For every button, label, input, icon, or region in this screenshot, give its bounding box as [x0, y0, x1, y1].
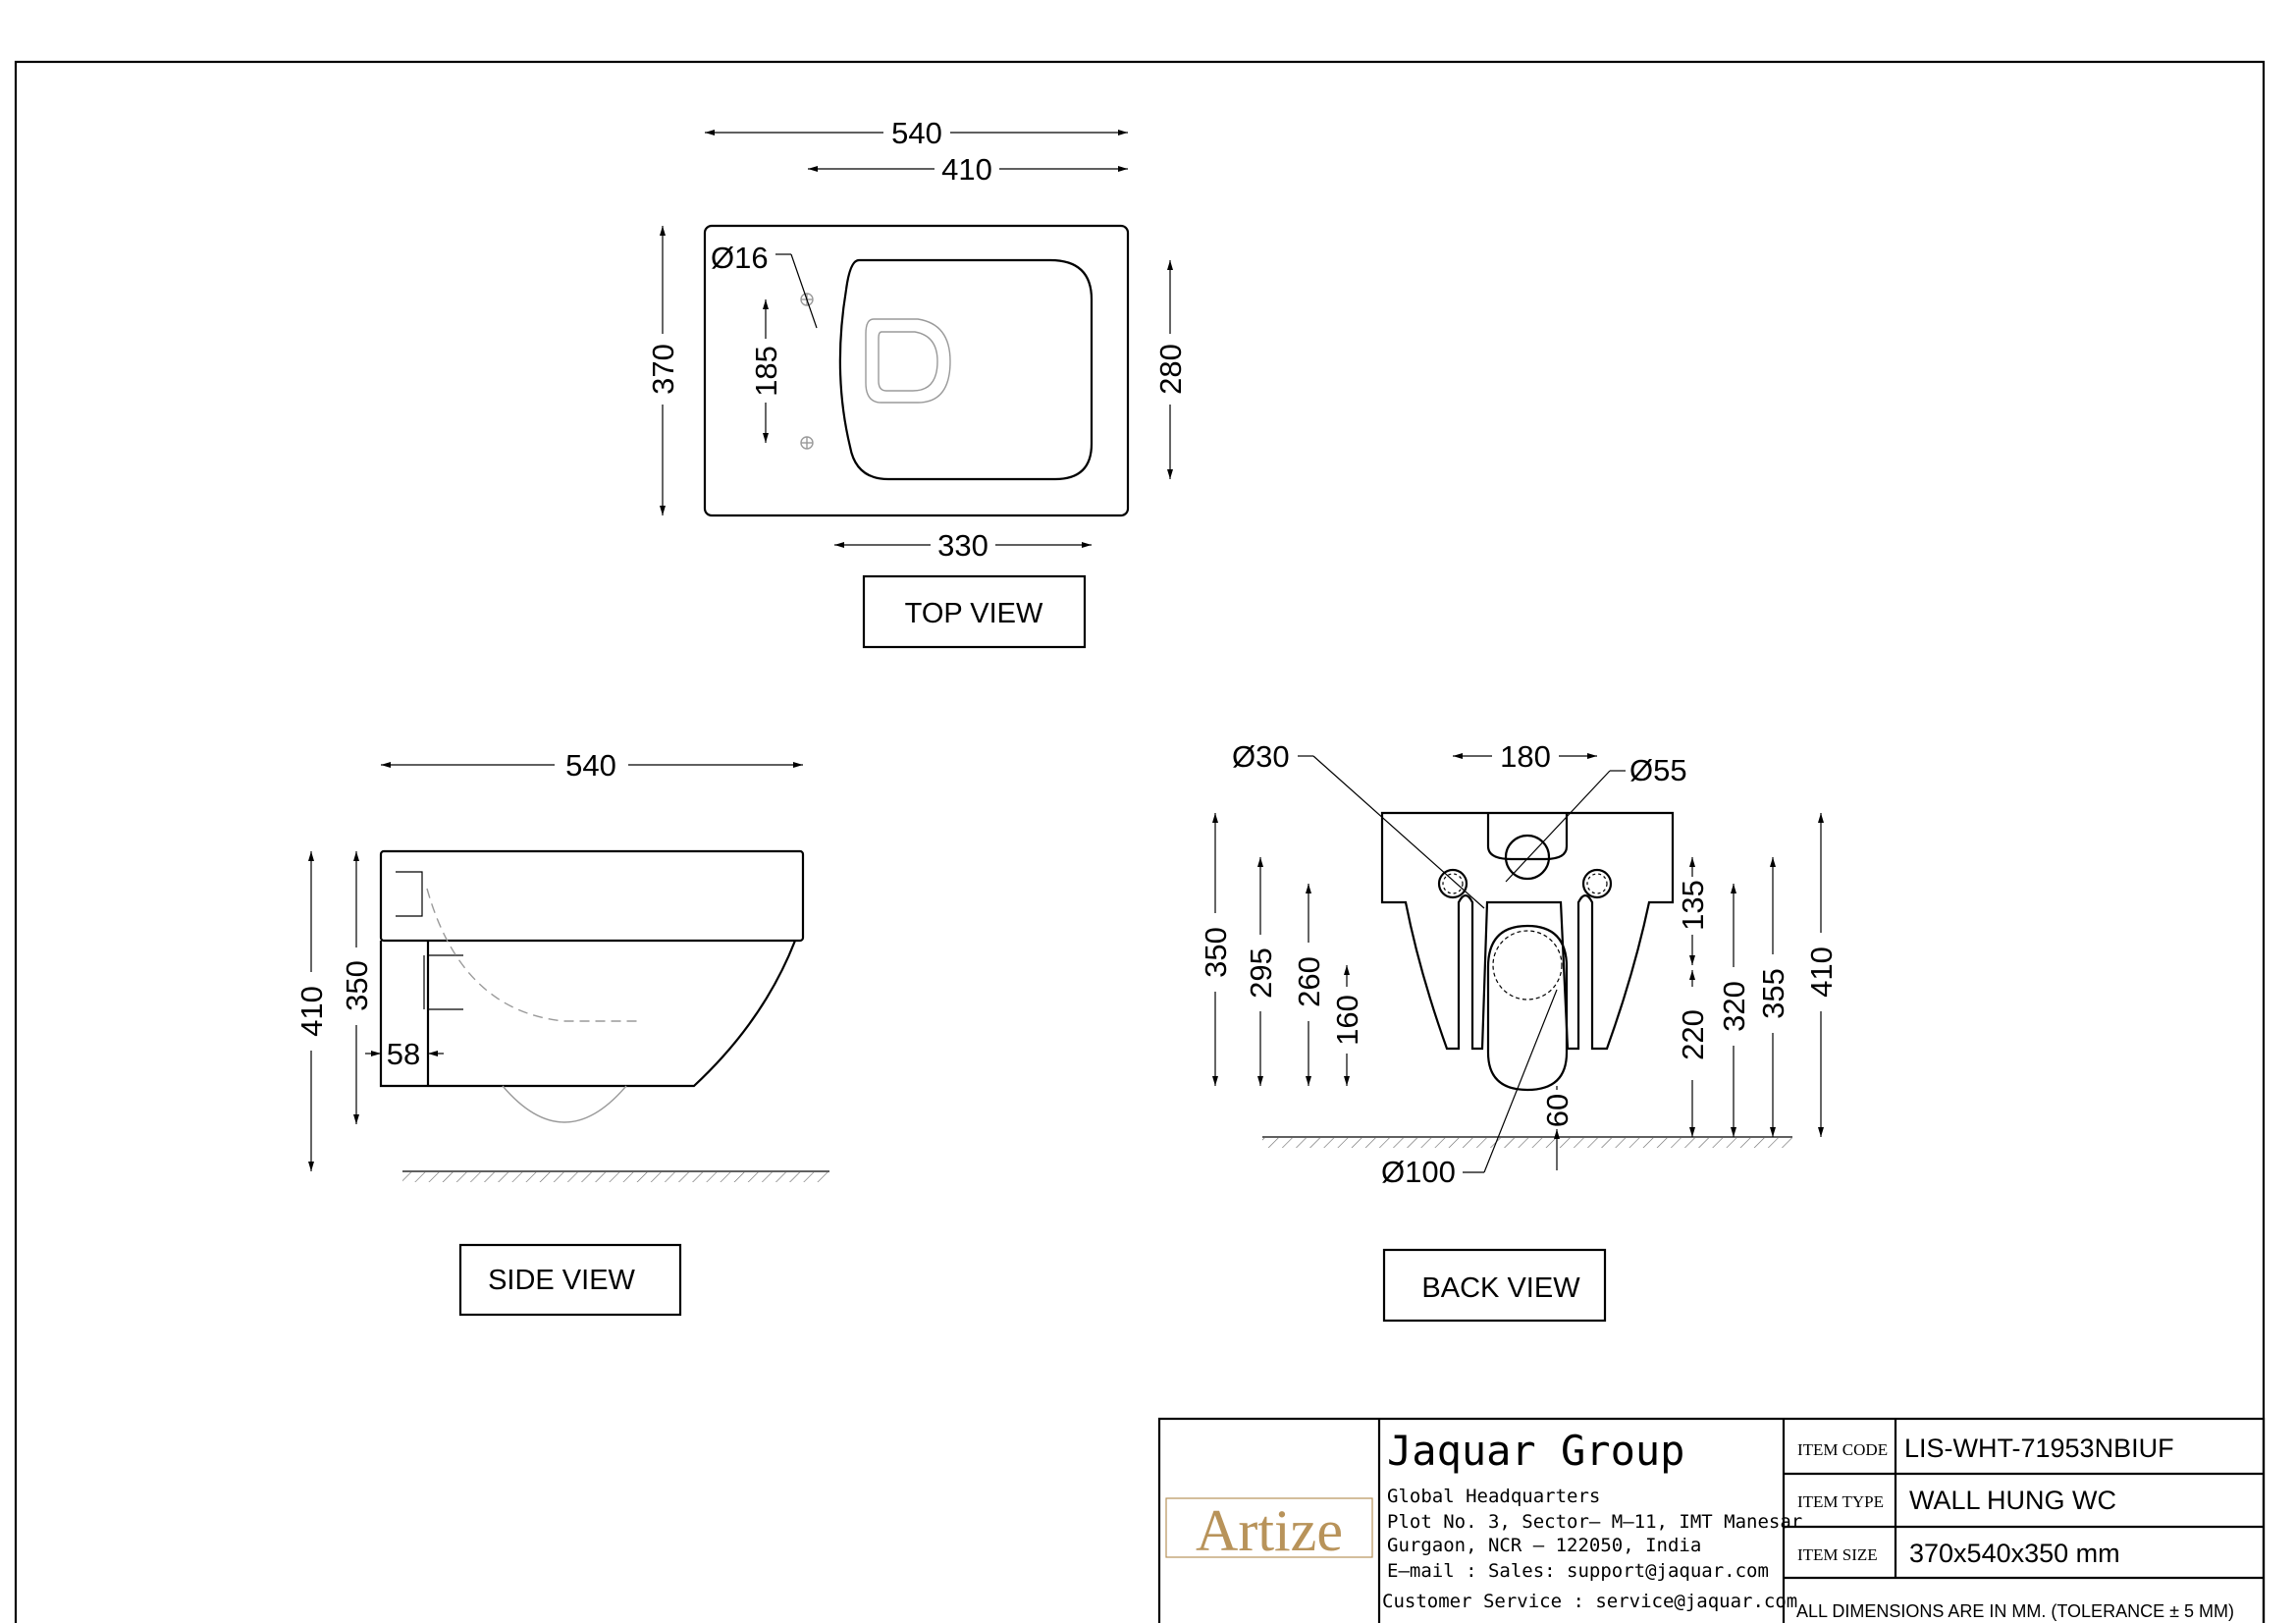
dimensions-note: ALL DIMENSIONS ARE IN MM. (TOLERANCE ± 5… — [1796, 1601, 2234, 1621]
side-seat — [379, 849, 805, 943]
back-dim-d30: Ø30 — [1232, 739, 1290, 774]
top-seat-lid — [838, 258, 1094, 481]
side-dim-410: 410 — [294, 986, 329, 1037]
back-dim-220: 220 — [1676, 1009, 1710, 1060]
side-view: 540 410 350 58 SIDE VIEW — [294, 748, 829, 1317]
top-dim-370: 370 — [646, 344, 680, 395]
top-dim-185: 185 — [749, 346, 783, 397]
back-dim-d100: Ø100 — [1381, 1155, 1456, 1189]
back-inlet-d55 — [1504, 834, 1551, 881]
address-line-3: Gurgaon, NCR – 122050, India — [1387, 1535, 1701, 1556]
title-block: Artize Jaquar Group Global Headquarters … — [1157, 1417, 2266, 1623]
back-dim-410: 410 — [1804, 947, 1839, 998]
side-floor-hatch — [402, 1172, 829, 1182]
back-dim-160: 160 — [1330, 995, 1364, 1046]
artize-logo: Artize — [1196, 1498, 1343, 1563]
back-fix-hole-right — [1581, 868, 1613, 899]
top-dim-d16: Ø16 — [711, 241, 769, 275]
item-size-value: 370x540x350 mm — [1909, 1539, 2120, 1568]
top-dim-330: 330 — [937, 528, 988, 563]
back-dim-d55: Ø55 — [1629, 753, 1687, 787]
item-code-label: ITEM CODE — [1797, 1440, 1888, 1459]
sheet-border — [14, 60, 2266, 1623]
address-line-2: Plot No. 3, Sector– M–11, IMT Manesar — [1387, 1511, 1802, 1533]
company-name: Jaquar Group — [1387, 1427, 1684, 1475]
back-dim-355: 355 — [1756, 968, 1790, 1019]
top-view-label-box — [862, 574, 1087, 649]
back-view-label: BACK VIEW — [1421, 1272, 1580, 1304]
back-dim-350: 350 — [1199, 927, 1233, 978]
top-view: 540 410 370 185 280 330 Ø16 TOP VIEW — [646, 116, 1188, 649]
top-outline — [703, 224, 1130, 517]
back-outline — [1380, 811, 1675, 1051]
side-dim-350: 350 — [340, 960, 374, 1011]
back-dim-260: 260 — [1292, 956, 1326, 1007]
side-view-label: SIDE VIEW — [488, 1265, 635, 1296]
item-code-value: LIS-WHT-71953NBIUF — [1904, 1434, 2174, 1463]
side-dim-58: 58 — [387, 1037, 420, 1071]
side-pipe-hidden — [502, 1085, 627, 1123]
back-dim-60: 60 — [1540, 1094, 1575, 1127]
back-outlet-d100 — [1486, 924, 1569, 1092]
item-type-value: WALL HUNG WC — [1909, 1486, 2116, 1515]
back-floor-hatch — [1262, 1138, 1792, 1148]
top-dim-540: 540 — [891, 116, 942, 150]
logo-frame — [1165, 1497, 1373, 1558]
back-dim-180: 180 — [1500, 739, 1551, 774]
address-line-1: Global Headquarters — [1387, 1486, 1600, 1507]
top-bowl-opening — [865, 318, 951, 404]
side-trapway-hidden — [426, 888, 638, 1022]
back-view-label-box — [1382, 1248, 1607, 1323]
item-size-label: ITEM SIZE — [1797, 1545, 1878, 1564]
back-dim-320: 320 — [1717, 981, 1751, 1032]
top-view-label: TOP VIEW — [905, 598, 1043, 629]
side-dim-540: 540 — [565, 748, 616, 783]
top-dim-280: 280 — [1153, 344, 1188, 395]
side-view-label-box — [458, 1243, 682, 1317]
back-view: 180 Ø30 Ø55 Ø100 350 295 260 160 60 13 — [1199, 739, 1839, 1323]
back-fix-hole-left — [1437, 868, 1468, 899]
side-bowl — [379, 940, 797, 1088]
back-dim-135: 135 — [1676, 880, 1710, 931]
back-dim-295: 295 — [1244, 947, 1278, 999]
top-dim-410: 410 — [941, 152, 992, 187]
address-line-4: E–mail : Sales: support@jaquar.com — [1387, 1560, 1769, 1582]
item-type-label: ITEM TYPE — [1797, 1492, 1884, 1511]
address-line-5: Customer Service : service@jaquar.com — [1382, 1591, 1797, 1612]
